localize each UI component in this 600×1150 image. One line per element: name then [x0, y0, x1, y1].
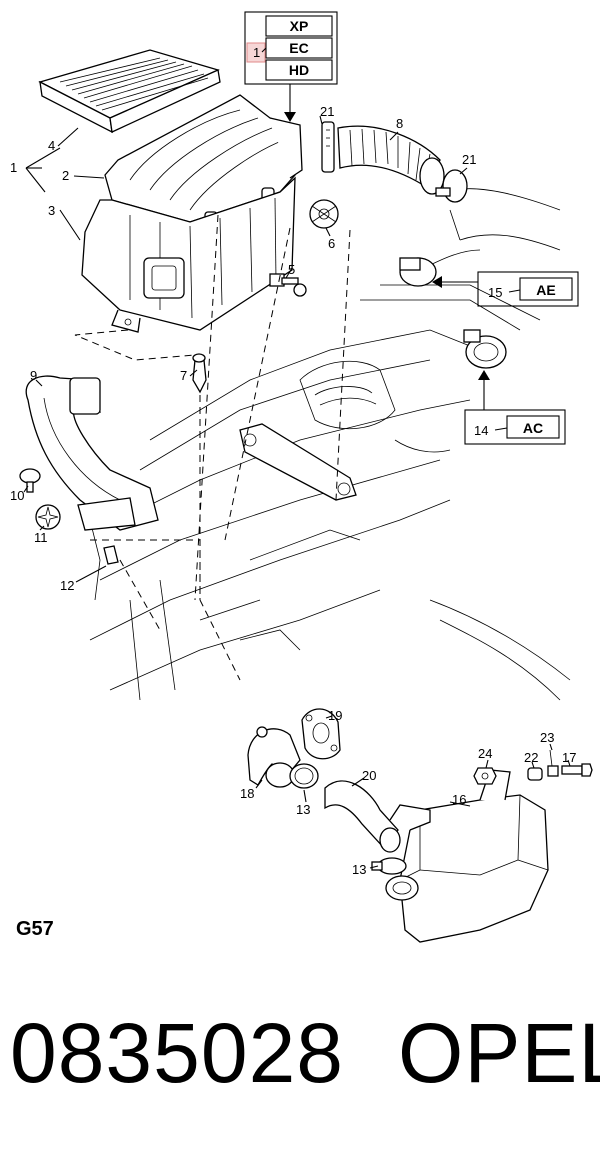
callout-18: 18 [240, 786, 254, 801]
callout-2: 2 [62, 168, 69, 183]
nut-24 [473, 767, 497, 785]
mounting-bracket [239, 423, 357, 501]
air-filter-element [38, 49, 221, 134]
bushing-22 [527, 767, 543, 781]
callout-3: 3 [48, 203, 55, 218]
exploded-view-drawing: 1 XP EC HD [10, 11, 593, 943]
connecting-pipe-20 [324, 780, 401, 853]
callout-20: 20 [362, 768, 376, 783]
spacer-23 [547, 749, 559, 777]
callout-19: 19 [328, 708, 342, 723]
callout-numbers: 1 2 3 4 5 6 7 8 9 10 11 12 13 13 16 17 1… [10, 104, 576, 877]
gasket-19 [301, 708, 341, 760]
nut-small [256, 726, 268, 738]
figure-code: G57 [16, 918, 54, 940]
grommet-6 [309, 199, 339, 229]
callout-17: 17 [562, 750, 576, 765]
option-box-code-ac: AC [523, 420, 543, 436]
option-box-ref-15: 15 [488, 285, 502, 300]
callout-9: 9 [30, 368, 37, 383]
callout-21a: 21 [320, 104, 334, 119]
callout-10: 10 [10, 488, 24, 503]
callout-6: 6 [328, 236, 335, 251]
bracket-12 [103, 545, 119, 565]
air-intake-duct [25, 375, 159, 531]
callout-4: 4 [48, 138, 55, 153]
callout-7: 7 [180, 368, 187, 383]
intake-hose-8 [337, 125, 445, 195]
variant-code-box: 1 XP EC HD [244, 11, 338, 122]
clip-10 [19, 468, 41, 493]
callout-1: 1 [10, 160, 17, 175]
callout-13b: 13 [352, 862, 366, 877]
brand-name: OPEL [398, 1006, 600, 1100]
star-clip-11 [35, 504, 61, 530]
variant-code-ec: EC [289, 40, 308, 56]
callout-22: 22 [524, 750, 538, 765]
variant-code-hd: HD [289, 62, 309, 78]
resonator-box-16 [385, 769, 549, 943]
callout-12: 12 [60, 578, 74, 593]
hose-clamp-21a [321, 121, 335, 173]
callout-24: 24 [478, 746, 492, 761]
option-box-code-ae: AE [536, 282, 555, 298]
bolt-17 [561, 763, 593, 777]
grommet-7 [192, 353, 207, 394]
callout-13a: 13 [296, 802, 310, 817]
leader-lines [23, 115, 571, 869]
callout-11: 11 [34, 530, 48, 545]
callout-8: 8 [396, 116, 403, 131]
bolt-5 [269, 273, 307, 297]
variant-code-xp: XP [290, 18, 309, 34]
clamp-option-15: 15 AE [399, 257, 579, 307]
part-number: 0835028 [10, 1006, 345, 1100]
callout-21b: 21 [462, 152, 476, 167]
hose-clamp-21b [435, 169, 468, 203]
callout-16: 16 [452, 792, 466, 807]
assembly-lines [74, 214, 351, 681]
air-filter-lower-housing [81, 176, 296, 333]
elbow-18 [247, 728, 301, 788]
clamp-option-14: 14 AC [463, 329, 566, 445]
variant-ref: 1 [253, 45, 260, 60]
callout-23: 23 [540, 730, 554, 745]
option-box-ref-14: 14 [474, 423, 488, 438]
callout-5: 5 [288, 262, 295, 277]
hose-clamp-13a [289, 763, 319, 789]
